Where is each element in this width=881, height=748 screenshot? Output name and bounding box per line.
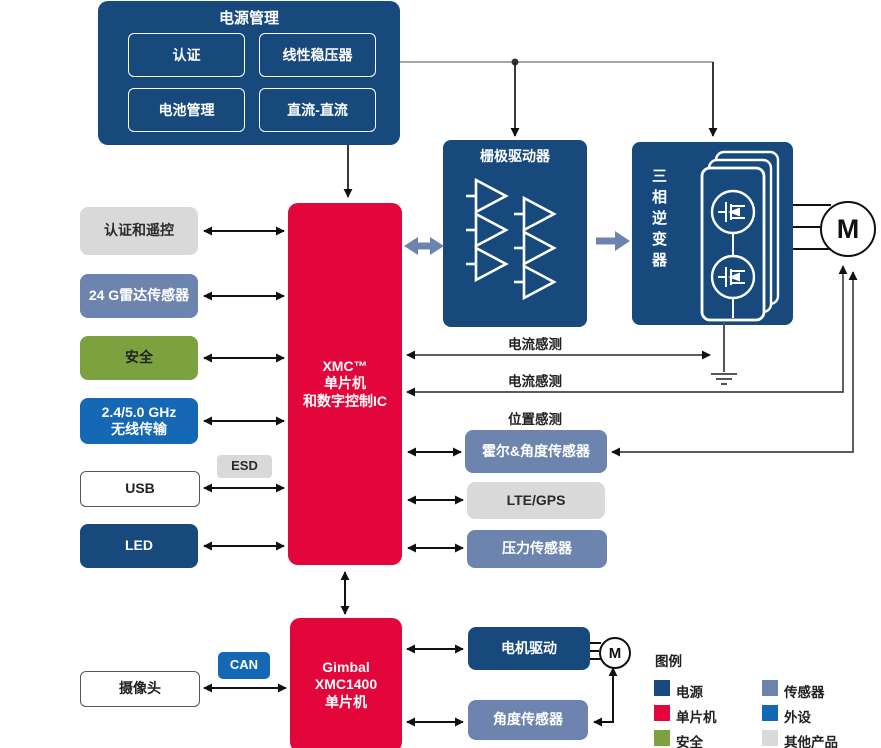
legend-label-other: 其他产品 <box>784 735 838 748</box>
angle-sensor-box: 角度传感器 <box>468 700 588 740</box>
gimbal-mcu-box: Gimbal XMC1400 单片机 <box>290 618 402 748</box>
wireless-line1: 2.4/5.0 GHz <box>101 403 177 420</box>
legend-label-mcu: 单片机 <box>676 710 717 725</box>
power-item-dc-dc: 直流-直流 <box>259 88 376 132</box>
power-item-linear-regulator: 线性稳压器 <box>259 33 376 77</box>
gimbal-mcu-line2: XMC1400 <box>314 676 378 693</box>
lte-gps-box: LTE/GPS <box>467 482 605 519</box>
legend-swatch-mcu <box>654 705 670 721</box>
current-sense-label-1: 电流感测 <box>508 337 562 352</box>
power-management-title: 电源管理 <box>218 10 279 27</box>
legend-label-sensor: 传感器 <box>784 685 825 700</box>
legend-label-safety: 安全 <box>676 735 703 748</box>
gate-driver-box: 栅极驱动器 <box>443 140 587 327</box>
legend-label-peripheral: 外设 <box>784 710 811 725</box>
pressure-sensor-box: 压力传感器 <box>467 530 607 568</box>
legend-title: 图例 <box>655 654 682 669</box>
legend-swatch-power <box>654 680 670 696</box>
hall-angle-sensor-box: 霍尔&角度传感器 <box>465 430 607 473</box>
gimbal-motor-feedback-route <box>593 667 618 727</box>
xmc-mcu-line3: 和数字控制IC <box>303 392 387 409</box>
xmc-gate-driver-arrow <box>404 237 444 255</box>
xmc-mcu-box: XMC™ 单片机 和数字控制IC <box>288 203 402 565</box>
legend-label-power: 电源 <box>676 685 703 700</box>
xmc-mcu-line1: XMC™ <box>322 357 368 374</box>
gimbal-mcu-line3: 单片机 <box>325 693 367 710</box>
gate-driver-inverter-arrow <box>596 231 630 251</box>
legend-swatch-other <box>762 730 778 746</box>
position-sense-label: 位置感测 <box>508 412 562 427</box>
gate-driver-title: 栅极驱动器 <box>480 148 550 164</box>
wireless-line2: 无线传输 <box>111 421 167 437</box>
esd-tag: ESD <box>217 455 272 478</box>
safety-box: 安全 <box>80 336 198 380</box>
current-sense-label-2: 电流感测 <box>508 374 562 389</box>
auth-remote-box: 认证和遥控 <box>80 207 198 255</box>
radar-sensor-box: 24 G雷达传感器 <box>80 274 198 318</box>
gimbal-mcu-line1: Gimbal <box>322 658 370 675</box>
led-box: LED <box>80 524 198 568</box>
power-item-battery-management: 电池管理 <box>128 88 245 132</box>
usb-box: USB <box>80 471 200 507</box>
xmc-mcu-line2: 单片机 <box>324 375 366 392</box>
ground-symbol <box>711 322 737 385</box>
camera-box: 摄像头 <box>80 671 200 707</box>
legend-swatch-sensor <box>762 680 778 696</box>
wireless-box: 2.4/5.0 GHz 无线传输 <box>80 398 198 444</box>
can-tag: CAN <box>218 652 270 679</box>
gimbal-motor-circle: M <box>599 637 631 669</box>
inverter-title: 三相逆变器 <box>650 168 667 273</box>
motor-circle: M <box>820 201 876 257</box>
power-item-authentication: 认证 <box>128 33 245 77</box>
power-management-box <box>98 1 400 145</box>
legend-swatch-safety <box>654 730 670 746</box>
legend-swatch-peripheral <box>762 705 778 721</box>
motor-drive-box: 电机驱动 <box>468 627 590 670</box>
